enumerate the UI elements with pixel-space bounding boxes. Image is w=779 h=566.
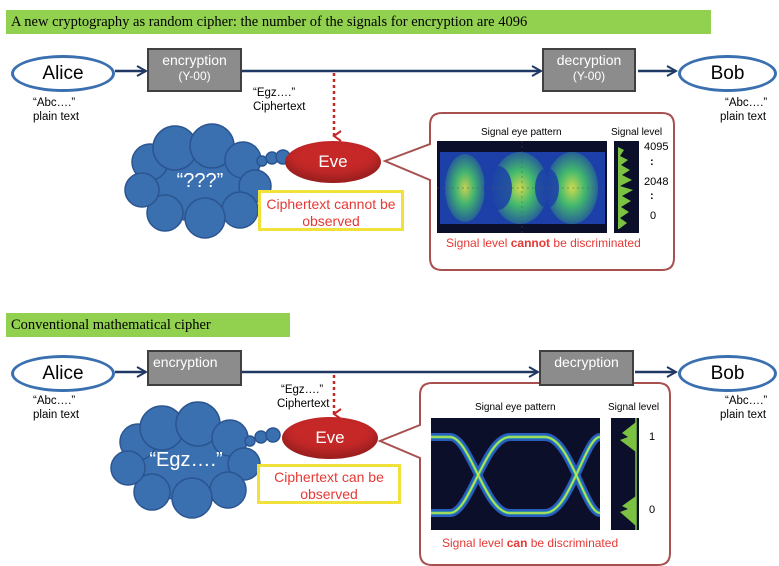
- decryption-label-bottom: decryption: [554, 354, 619, 370]
- status-post-bottom: be discriminated: [527, 536, 619, 550]
- note-line2-bottom: observed: [300, 486, 358, 502]
- bob-plaintext-label-bottom: plain text: [720, 409, 767, 421]
- ciphertext-label-top: Ciphertext: [253, 101, 306, 113]
- bob-plaintext-label-top: plain text: [720, 111, 767, 123]
- thought-cloud-top: [124, 123, 291, 239]
- bob-node-top: Bob: [678, 55, 777, 92]
- note-line1-top: Ciphertext cannot be: [266, 196, 396, 212]
- encryption-label-top: encryption: [162, 52, 227, 68]
- signal-level-title-bottom: Signal level: [608, 402, 660, 413]
- title-banner-random-cipher: A new cryptography as random cipher: the…: [6, 10, 711, 34]
- bob-plaintext-quote-top: “Abc….”: [725, 97, 768, 109]
- status-bold-top: cannot: [510, 236, 551, 250]
- status-pre-bottom: Signal level: [442, 536, 507, 550]
- level-4095: 4095: [644, 141, 669, 153]
- eve-node-top: Eve: [285, 141, 381, 183]
- signal-level-histogram-top: [614, 141, 639, 233]
- status-pre-top: Signal level: [446, 236, 511, 250]
- status-cannot-discriminate: Signal level cannot be discriminated: [446, 236, 641, 250]
- level-1: 1: [649, 431, 656, 443]
- eve-thought-bottom: “Egz….”: [149, 449, 223, 471]
- encryption-box-bottom: encryption: [147, 350, 242, 386]
- eye-pattern-clear: [431, 418, 602, 530]
- encryption-sub-top: (Y-00): [178, 69, 211, 83]
- alice-node-bottom: Alice: [11, 355, 115, 392]
- note-line1-bottom: Ciphertext can be: [274, 469, 384, 485]
- signal-level-title-top: Signal level: [611, 127, 663, 138]
- status-can-discriminate: Signal level can be discriminated: [442, 536, 618, 550]
- alice-plaintext-label-bottom: plain text: [33, 409, 80, 421]
- status-bold-bottom: can: [506, 536, 528, 550]
- alice-plaintext-quote-bottom: “Abc….”: [33, 395, 76, 407]
- level-2048: 2048: [644, 176, 669, 188]
- alice-node-top: Alice: [11, 55, 115, 92]
- level-dots-1: :: [650, 156, 654, 168]
- encryption-box-top: encryption (Y-00): [147, 48, 242, 92]
- decryption-box-top: decryption (Y-00): [542, 48, 636, 92]
- alice-plaintext-label-top: plain text: [33, 111, 80, 123]
- ciphertext-quote-bottom: “Egz….”: [281, 384, 324, 396]
- can-observe-note: Ciphertext can be observed: [257, 464, 401, 504]
- status-post-top: be discriminated: [550, 236, 641, 250]
- bob-plaintext-quote-bottom: “Abc….”: [725, 395, 768, 407]
- thought-cloud-bottom: [110, 401, 281, 519]
- eve-thought-top: “???”: [176, 170, 224, 192]
- bob-node-bottom: Bob: [678, 355, 777, 392]
- decryption-sub-top: (Y-00): [572, 69, 606, 83]
- signal-level-histogram-bottom: [611, 418, 639, 530]
- top-flow-lines: [115, 71, 676, 142]
- note-line2-top: observed: [302, 213, 360, 229]
- ciphertext-quote-top: “Egz….”: [253, 87, 296, 99]
- level-dots-2: :: [650, 190, 654, 202]
- bottom-flow-lines: [115, 372, 676, 420]
- decryption-box-bottom: decryption: [539, 350, 634, 386]
- encryption-label-bottom: encryption: [153, 354, 218, 370]
- alice-plaintext-quote-top: “Abc….”: [33, 97, 76, 109]
- decryption-label-top: decryption: [556, 52, 622, 68]
- eye-pattern-title-top: Signal eye pattern: [481, 127, 562, 138]
- level-0-bottom: 0: [649, 504, 656, 516]
- cannot-observe-note: Ciphertext cannot be observed: [258, 190, 404, 231]
- ciphertext-label-bottom: Ciphertext: [277, 398, 330, 410]
- eye-pattern-title-bottom: Signal eye pattern: [475, 402, 556, 413]
- eye-pattern-noisy: [437, 141, 607, 233]
- title-banner-conventional: Conventional mathematical cipher: [6, 313, 290, 337]
- eve-node-bottom: Eve: [282, 417, 378, 459]
- level-0-top: 0: [650, 210, 657, 222]
